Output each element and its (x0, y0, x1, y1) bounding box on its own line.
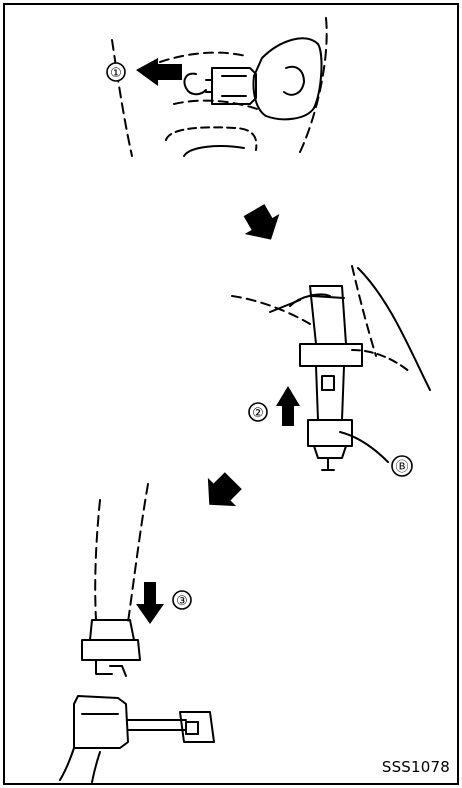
belt-and-connector-illustration (60, 484, 214, 782)
svg-text:②: ② (252, 406, 264, 421)
figure-code: SSS1078 (382, 758, 450, 776)
anchor-bolt-illustration (232, 266, 430, 470)
svg-text:③: ③ (176, 594, 188, 609)
step-2-label: ② (249, 403, 267, 421)
step-1-label: ① (107, 63, 125, 81)
arrow-up-icon (276, 386, 300, 426)
arrow-left-icon (136, 58, 182, 86)
part-b-label: Ⓑ (392, 456, 412, 476)
buckle-assembly-illustration (112, 18, 327, 156)
svg-text:①: ① (110, 66, 122, 81)
step-3-label: ③ (173, 591, 191, 609)
svg-text:Ⓑ: Ⓑ (395, 460, 408, 475)
arrow-down-flow-icon (237, 200, 289, 249)
arrow-down-icon (136, 582, 164, 624)
arrow-down-left-flow-icon (195, 467, 247, 519)
figure-border (4, 4, 458, 784)
